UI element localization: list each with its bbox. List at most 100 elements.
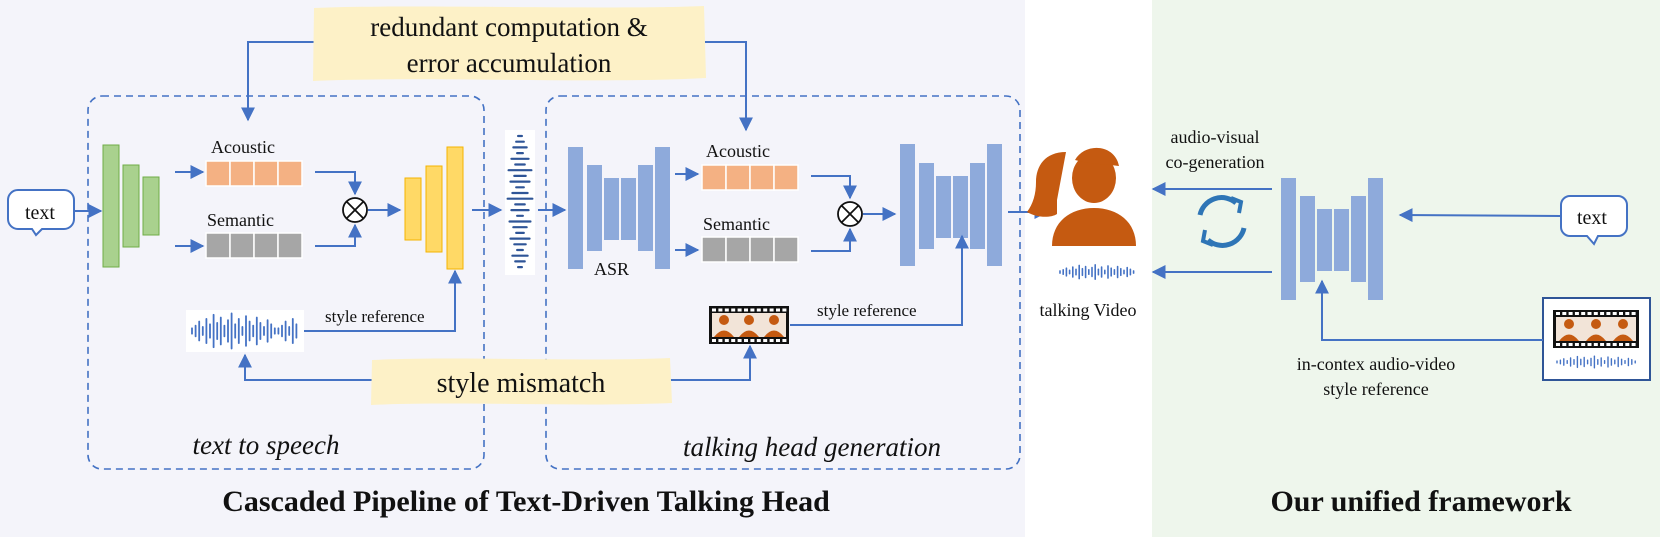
arrow-thg-semantic-to-fuse xyxy=(811,227,857,252)
film-sprocket xyxy=(1587,312,1592,315)
film-sprocket xyxy=(1619,343,1623,346)
film-sprocket xyxy=(1562,343,1567,346)
tts-style-reference-label: style reference xyxy=(325,307,425,326)
unified-text-input-bubble: text xyxy=(1560,195,1628,246)
asr-encoder xyxy=(568,147,670,269)
in-context-label-line1: in-contex audio-video xyxy=(1297,354,1455,374)
film-sprocket xyxy=(776,308,780,312)
arrow-callout-to-thg xyxy=(704,41,753,132)
film-sprocket xyxy=(718,339,723,342)
co-generation-label-line2: co-generation xyxy=(1166,152,1265,172)
refresh-cycle-icon xyxy=(1197,195,1247,248)
arrow-acoustic-to-fuse xyxy=(315,171,362,196)
film-sprocket xyxy=(756,339,761,342)
tts-fusion-op-icon xyxy=(342,197,368,223)
speech-waveform-icon xyxy=(505,130,535,275)
arrow-thg-acoustic-to-fuse xyxy=(811,175,857,200)
film-sprocket xyxy=(776,339,780,342)
talking-audio-wave-icon xyxy=(1059,264,1135,280)
tts-text-encoder xyxy=(102,144,160,268)
tts-group-box xyxy=(87,95,485,470)
arrow-semantic-to-fuse xyxy=(315,223,362,247)
film-sprocket xyxy=(1606,312,1611,315)
film-sprocket xyxy=(763,308,768,312)
thg-style-reference-label: style reference xyxy=(817,301,917,320)
film-sprocket xyxy=(750,308,755,312)
asr-label: ASR xyxy=(594,259,629,279)
film-sprocket xyxy=(763,339,768,342)
unified-panel-bg xyxy=(1152,0,1660,537)
tts-decoder xyxy=(404,146,464,270)
film-sprocket xyxy=(1581,343,1586,346)
style-reference-audio-icon xyxy=(186,310,304,352)
tts-semantic-tokens xyxy=(205,232,303,259)
thg-fusion-op-icon xyxy=(837,201,863,227)
redundancy-callout-line2: error accumulation xyxy=(407,48,612,78)
cascaded-pipeline-title: Cascaded Pipeline of Text-Driven Talking… xyxy=(222,485,830,518)
film-sprocket xyxy=(744,339,748,342)
arrow-mismatch-to-thg-ref xyxy=(670,344,757,381)
unified-framework-title: Our unified framework xyxy=(1270,485,1571,518)
film-sprocket xyxy=(782,339,787,342)
film-sprocket xyxy=(782,308,787,312)
tts-semantic-label: Semantic xyxy=(207,210,274,230)
film-sprocket xyxy=(1568,312,1573,315)
unified-model xyxy=(1281,178,1383,300)
panel-gap xyxy=(1025,0,1152,537)
thg-semantic-tokens xyxy=(701,236,799,263)
style-mismatch-text: style mismatch xyxy=(437,368,606,399)
film-sprocket xyxy=(731,339,736,342)
arrow-callout-to-tts xyxy=(241,41,315,122)
film-sprocket xyxy=(1556,343,1560,346)
film-sprocket xyxy=(1574,343,1579,346)
in-context-label-line2: style reference xyxy=(1323,379,1428,399)
film-sprocket xyxy=(750,339,755,342)
tts-acoustic-label: Acoustic xyxy=(211,137,275,157)
arrow-styleref-to-video-decoder xyxy=(790,234,969,326)
co-generation-label-line1: audio-visual xyxy=(1171,127,1260,147)
film-sprocket xyxy=(1587,343,1592,346)
style-reference-video-icon xyxy=(709,306,789,344)
thg-acoustic-label: Acoustic xyxy=(706,141,770,161)
film-sprocket xyxy=(731,308,736,312)
film-sprocket xyxy=(724,308,729,312)
thg-acoustic-tokens xyxy=(701,164,799,191)
film-sprocket xyxy=(737,339,742,342)
talking-person-icon xyxy=(1027,147,1136,246)
thg-group-box xyxy=(545,95,1021,470)
talking-video-label: talking Video xyxy=(1039,300,1136,320)
film-sprocket xyxy=(1556,312,1560,315)
tts-group-label: text to speech xyxy=(193,430,340,460)
film-sprocket xyxy=(1625,343,1630,346)
video-decoder xyxy=(900,144,1002,266)
film-sprocket xyxy=(1606,343,1611,346)
film-sprocket xyxy=(1568,343,1573,346)
redundancy-callout: redundant computation & error accumulati… xyxy=(313,6,706,81)
film-sprocket xyxy=(712,339,716,342)
film-sprocket xyxy=(1612,343,1617,346)
film-sprocket xyxy=(1600,343,1605,346)
film-sprocket xyxy=(1593,343,1598,346)
thg-group-label: talking head generation xyxy=(683,432,941,462)
arrow-mismatch-to-tts-ref xyxy=(238,353,372,381)
film-sprocket xyxy=(1631,312,1636,315)
arrow-styleref-to-decoder xyxy=(304,269,462,332)
film-sprocket xyxy=(1562,312,1567,315)
unified-text-input-label: text xyxy=(1577,207,1607,229)
redundancy-callout-line1: redundant computation & xyxy=(370,12,647,42)
film-sprocket xyxy=(1574,312,1579,315)
film-sprocket xyxy=(712,308,716,312)
arrow-text-to-unified xyxy=(1398,208,1561,223)
film-sprocket xyxy=(718,308,723,312)
arrow-reference-to-unified xyxy=(1315,279,1543,341)
film-sprocket xyxy=(769,339,774,342)
film-sprocket xyxy=(724,339,729,342)
film-sprocket xyxy=(756,308,761,312)
film-sprocket xyxy=(1600,312,1605,315)
film-sprocket xyxy=(1619,312,1623,315)
film-sprocket xyxy=(737,308,742,312)
film-sprocket xyxy=(744,308,748,312)
in-context-reference-icon xyxy=(1542,297,1651,381)
